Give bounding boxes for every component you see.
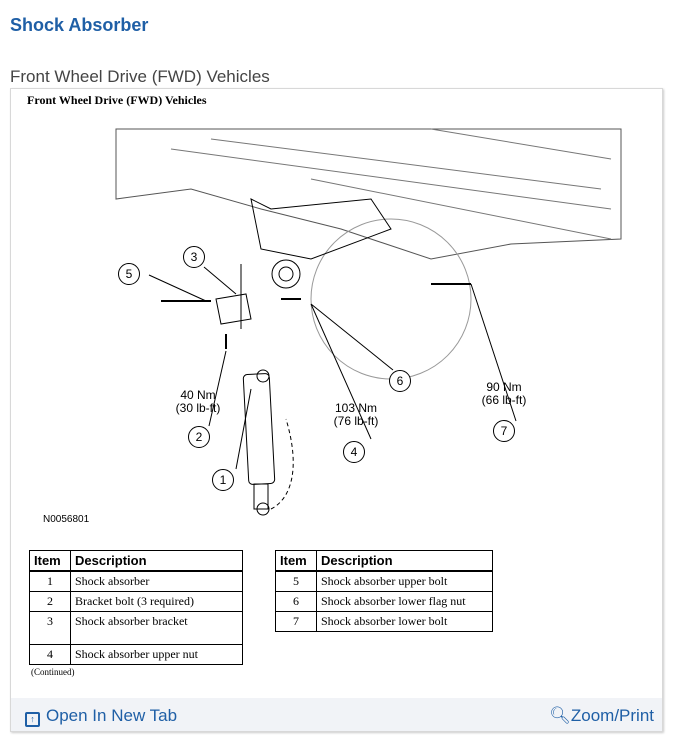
open-in-new-tab-link[interactable]: ↑Open In New Tab	[25, 706, 177, 727]
figure-code: N0056801	[43, 514, 90, 525]
zoom-print-link[interactable]: 🔍︎Zoom/Print	[549, 706, 654, 725]
torque-item-7: 90 Nm(66 lb-ft)	[481, 380, 527, 407]
callout-7: 7	[493, 420, 515, 442]
figure-frame: Front Wheel Drive (FWD) Vehicles 5 3 6 2…	[10, 88, 663, 732]
torque-item-4: 103 Nm(76 lb-ft)	[333, 401, 379, 428]
page-title: Shock Absorber	[10, 15, 149, 35]
callout-5: 5	[118, 263, 140, 285]
continued-note: (Continued)	[31, 667, 75, 677]
torque-item-2: 40 Nm(30 lb-ft)	[175, 388, 221, 415]
figure-title: Front Wheel Drive (FWD) Vehicles	[27, 93, 207, 107]
callout-4: 4	[343, 441, 365, 463]
zoom-in-icon: 🔍︎	[549, 706, 571, 725]
callout-1: 1	[212, 469, 234, 491]
suspension-diagram	[115, 128, 622, 516]
figure-footer: ↑Open In New Tab 🔍︎Zoom/Print	[11, 698, 662, 731]
section-subtitle: Front Wheel Drive (FWD) Vehicles	[10, 67, 270, 86]
callout-3: 3	[183, 246, 205, 268]
open-new-tab-icon: ↑	[25, 712, 40, 727]
callout-2: 2	[188, 426, 210, 448]
callout-6: 6	[389, 370, 411, 392]
